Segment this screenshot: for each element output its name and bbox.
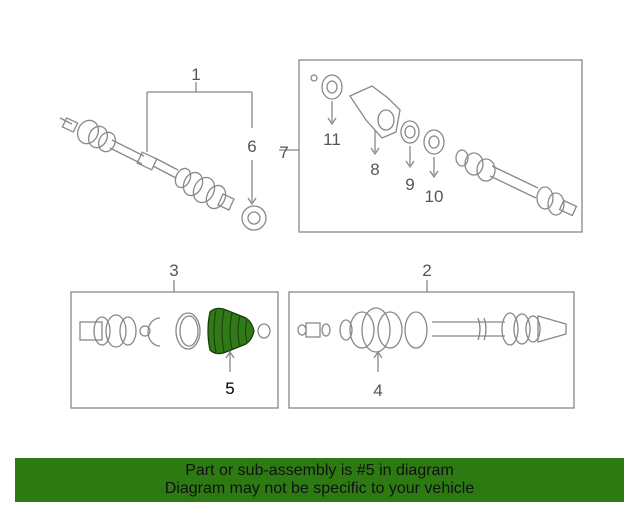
callout-7: 7 (279, 143, 288, 162)
callout-8: 8 (370, 160, 379, 179)
callout-11: 11 (323, 130, 341, 149)
drive-shaft-assembly (59, 117, 235, 211)
callout-1: 1 (191, 65, 200, 84)
callout-4: 4 (373, 381, 382, 400)
banner-line-2: Diagram may not be specific to your vehi… (164, 480, 475, 497)
cv-boot-part-5[interactable] (207, 307, 255, 355)
callout-5: 5 (225, 379, 234, 398)
info-banner: Part or sub-assembly is #5 in diagram Di… (15, 458, 624, 502)
callout-2: 2 (422, 261, 431, 280)
banner-line-1: Part or sub-assembly is #5 in diagram (185, 462, 454, 479)
callout-6: 6 (247, 137, 256, 156)
callout-9: 9 (405, 175, 414, 194)
parts-diagram: 1 6 7 11 8 9 10 3 2 5 4 (59, 59, 583, 409)
callout-3: 3 (169, 261, 178, 280)
callout-10: 10 (425, 187, 444, 206)
